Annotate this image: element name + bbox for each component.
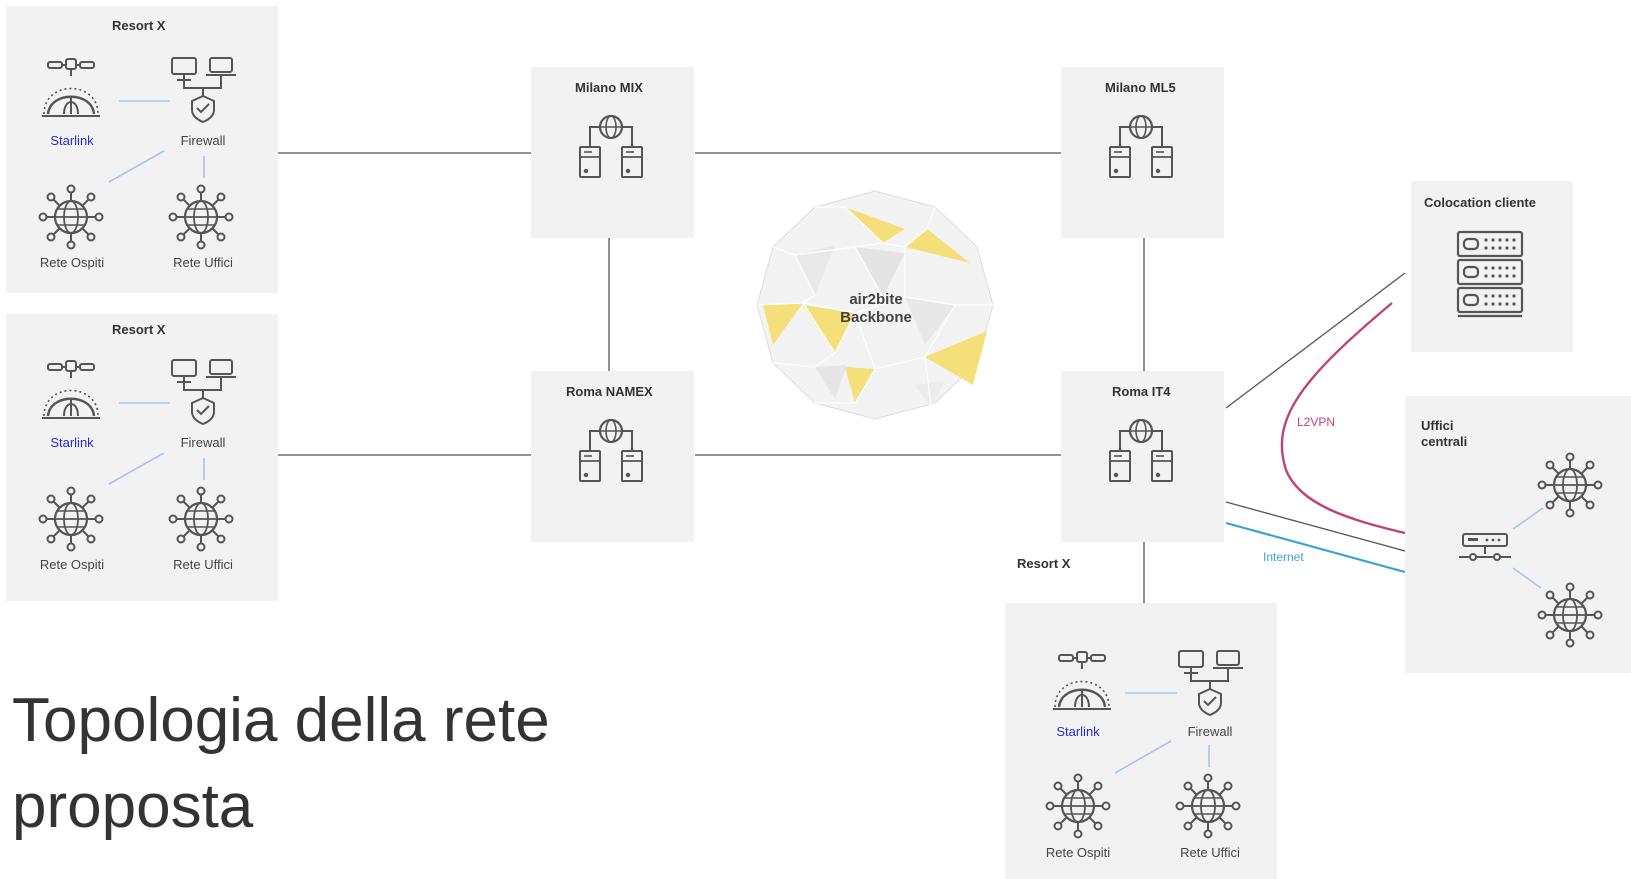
resort-title: Resort X [112,322,166,337]
resort-title-3: Resort X [1017,556,1071,571]
guest-network-label: Rete Ospiti [1045,845,1111,860]
server-rack-icon [1456,230,1524,318]
colocation-title: Colocation cliente [1424,195,1536,210]
office-internal-links [1512,507,1544,589]
page-title-line1: Topologia della rete [12,686,550,755]
firewall-label: Firewall [1187,724,1233,739]
backbone-label-line2: Backbone [840,309,912,326]
datacenter-server-icon [578,418,644,483]
datacenter-server-icon [578,114,644,179]
starlink-label: Starlink [50,133,94,148]
internal-links [1114,692,1210,774]
pop-roma-it4[interactable]: Roma IT4 [1061,371,1224,542]
starlink-label: Starlink [1056,724,1100,739]
page-title: Topologia della rete proposta [12,678,712,850]
central-offices-title: Uffici centrali [1421,418,1467,450]
internal-links [108,402,205,485]
page-title-line2: proposta [12,772,254,841]
office-network-label: Rete Uffici [173,255,233,270]
firewall-label: Firewall [180,133,226,148]
link-it4-colocation [1225,272,1406,409]
backbone-label: air2bite Backbone [826,291,926,327]
internal-links [108,100,205,183]
link-internet [1225,521,1406,574]
guest-network-label: Rete Ospiti [39,557,105,572]
colocation-panel[interactable]: Colocation cliente [1411,181,1573,352]
central-offices-title-line2: centrali [1421,434,1468,449]
resort-panel-1: Resort X Starlink Firewall Rete Ospiti R… [6,6,278,293]
backbone-cloud-icon [756,190,994,420]
starlink-label: Starlink [50,435,94,450]
central-offices-title-line1: Uffici [1421,418,1454,433]
backbone-label-line1: air2bite [849,291,903,308]
pop-milano-ml5[interactable]: Milano ML5 [1061,67,1224,238]
resort-panel-3: Starlink Firewall Rete Ospiti Rete Uffic… [1005,603,1277,879]
l2vpn-label: L2VPN [1297,415,1336,429]
central-offices-panel[interactable]: Uffici centrali [1405,396,1631,673]
link-it4-offices [1225,501,1406,552]
office-network-label: Rete Uffici [173,557,233,572]
router-icon [1459,533,1511,561]
pop-milano-mix[interactable]: Milano MIX [531,67,694,238]
pop-title: Roma NAMEX [566,384,653,399]
firewall-label: Firewall [180,435,226,450]
datacenter-server-icon [1108,114,1174,179]
resort-title: Resort X [112,18,166,33]
internet-label: Internet [1263,550,1304,564]
pop-roma-namex[interactable]: Roma NAMEX [531,371,694,542]
pop-title: Milano ML5 [1105,80,1176,95]
link-l2vpn [1280,302,1406,535]
guest-network-label: Rete Ospiti [39,255,105,270]
office-network-label: Rete Uffici [1180,845,1240,860]
pop-title: Roma IT4 [1112,384,1171,399]
pop-title: Milano MIX [575,80,643,95]
resort-panel-2: Resort X Starlink Firewall Rete Ospiti R… [6,314,278,601]
datacenter-server-icon [1108,418,1174,483]
